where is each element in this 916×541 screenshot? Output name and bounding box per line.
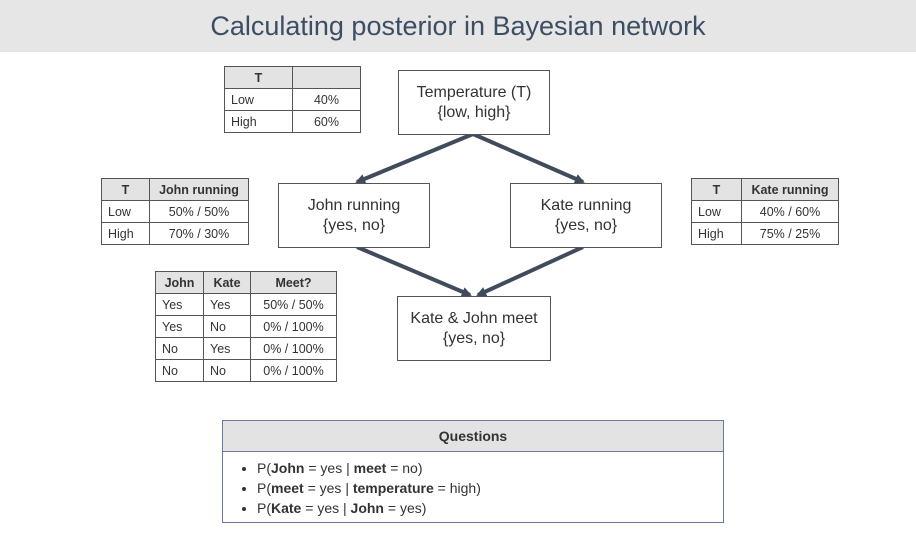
q-var: meet [353,460,387,476]
table-cell: 60% [292,110,361,133]
q-text: = no) [386,460,423,476]
q-var: Kate [271,500,302,516]
table-cell: 40% [292,88,361,111]
table-cell: No [203,359,251,382]
cpt-header: Meet? [250,271,337,294]
edge-kate-meet [476,245,584,297]
table-row: High 70% / 30% [101,222,249,245]
cpt-meet: John Kate Meet? Yes Yes 50% / 50% Yes No… [155,271,337,382]
table-cell: No [155,359,204,382]
table-cell: No [203,315,251,338]
q-text: = yes | [301,500,351,516]
questions-list: P(John = yes | meet = no) P(meet = yes |… [223,458,723,518]
node-meet-values: {yes, no} [442,329,506,347]
list-item: P(John = yes | meet = no) [257,458,723,478]
questions-title: Questions [223,421,723,452]
table-cell: No [155,337,204,360]
cpt-header: T [691,178,742,201]
page-title: Calculating posterior in Bayesian networ… [210,10,706,41]
cpt-header: John [155,271,204,294]
q-var: temperature [352,480,434,496]
table-cell: Yes [203,293,251,316]
node-kate-values: {yes, no} [554,216,618,234]
table-row: Yes No 0% / 100% [155,315,337,338]
cpt-header: T [101,178,150,201]
q-text: = yes) [383,500,427,516]
node-temperature: Temperature (T) {low, high} [398,70,550,135]
q-prefix: P( [257,480,271,496]
list-item: P(Kate = yes | John = yes) [257,498,723,518]
table-cell: 50% / 50% [149,200,249,223]
node-kate-running: Kate running {yes, no} [510,183,662,248]
table-row: Low 50% / 50% [101,200,249,223]
table-cell: High [691,222,742,245]
node-kate-name: Kate running [540,196,632,214]
cpt-john-running: T John running Low 50% / 50% High 70% / … [101,178,249,245]
node-temperature-values: {low, high} [437,103,511,121]
q-text: = yes | [304,460,354,476]
table-cell: Low [691,200,742,223]
cpt-header: Kate [203,271,251,294]
edge-temperature-kate [472,132,585,184]
table-row: High 75% / 25% [691,222,839,245]
table-cell: 70% / 30% [149,222,249,245]
table-row: Low 40% [224,88,361,111]
cpt-kate-running: T Kate running Low 40% / 60% High 75% / … [691,178,839,245]
table-cell: High [101,222,150,245]
table-cell: 0% / 100% [250,315,337,338]
table-cell: High [224,110,293,133]
title-bar: Calculating posterior in Bayesian networ… [0,0,916,52]
table-row: No No 0% / 100% [155,359,337,382]
q-text: = high) [433,480,481,496]
q-var: meet [271,480,304,496]
cpt-header: Kate running [741,178,839,201]
table-cell: 50% / 50% [250,293,337,316]
table-row: Low 40% / 60% [691,200,839,223]
q-prefix: P( [257,500,271,516]
q-var: John [350,500,384,516]
edge-john-meet [356,245,472,297]
cpt-temperature: T Low 40% High 60% [224,66,361,133]
node-john-running: John running {yes, no} [278,183,430,248]
cpt-header [292,66,361,89]
node-temperature-name: Temperature (T) [416,83,532,101]
cpt-header: John running [149,178,249,201]
node-john-values: {yes, no} [322,216,386,234]
table-row: High 60% [224,110,361,133]
table-cell: 75% / 25% [741,222,839,245]
q-var: John [271,460,305,476]
table-cell: Low [101,200,150,223]
edge-temperature-john [355,132,474,184]
questions-box: Questions P(John = yes | meet = no) P(me… [222,420,724,523]
table-row: No Yes 0% / 100% [155,337,337,360]
table-cell: Yes [155,293,204,316]
table-cell: 0% / 100% [250,337,337,360]
cpt-header: T [224,66,293,89]
node-kate-john-meet: Kate & John meet {yes, no} [397,296,551,361]
table-cell: Low [224,88,293,111]
node-meet-name: Kate & John meet [410,309,538,327]
table-row: Yes Yes 50% / 50% [155,293,337,316]
table-cell: 40% / 60% [741,200,839,223]
q-prefix: P( [257,460,271,476]
list-item: P(meet = yes | temperature = high) [257,478,723,498]
q-text: = yes | [303,480,353,496]
table-cell: Yes [155,315,204,338]
table-cell: 0% / 100% [250,359,337,382]
node-john-name: John running [307,196,401,214]
table-cell: Yes [203,337,251,360]
